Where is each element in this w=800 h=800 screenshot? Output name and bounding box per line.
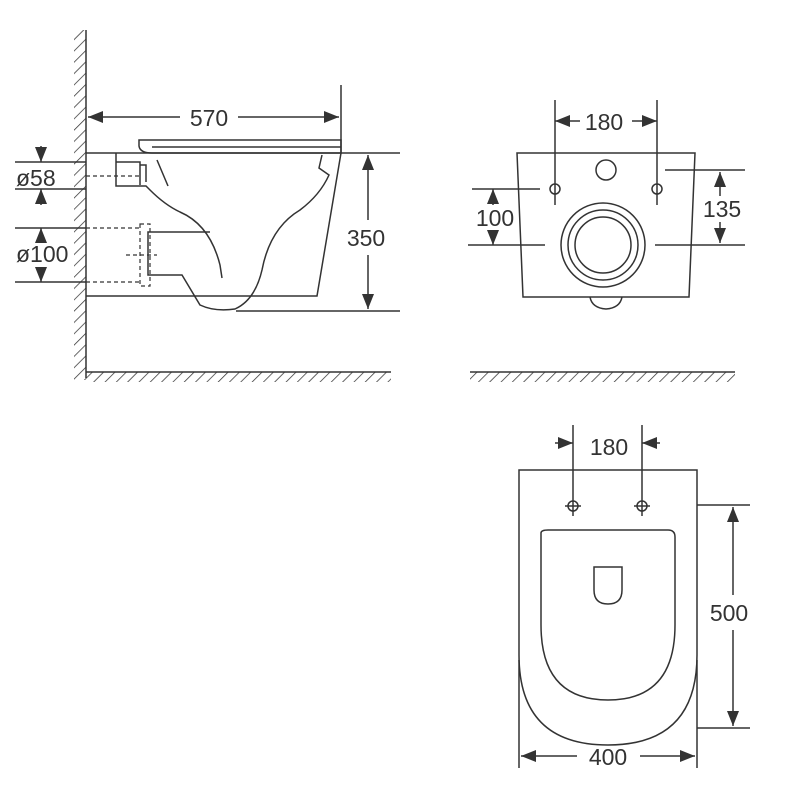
- top-body: [518, 469, 698, 746]
- dim-inlet-height: 100: [476, 205, 514, 231]
- dim-pipe-100: ø100: [16, 241, 68, 267]
- floor-hatch: [86, 372, 391, 382]
- seat-top: [540, 529, 676, 701]
- wall-hatch: [74, 30, 86, 380]
- dim-bolt-height: 135: [703, 196, 741, 222]
- dim-height: 350: [347, 225, 385, 251]
- dim-length: 500: [710, 600, 748, 626]
- dim-width-top: 400: [589, 744, 627, 770]
- bowl-front: [115, 153, 223, 279]
- dim-width-side: 570: [190, 105, 228, 131]
- front-view: 180 100 135: [468, 100, 745, 382]
- side-view: 570 ø58 ø100 350: [15, 30, 400, 382]
- dim-pipe-58: ø58: [16, 165, 56, 191]
- dim-top-hole-spacing: 180: [590, 434, 628, 460]
- drain-slot: [593, 566, 623, 605]
- top-view: 180 500 400: [518, 425, 750, 770]
- dim-front-hole-spacing: 180: [585, 109, 623, 135]
- front-body: [516, 152, 696, 298]
